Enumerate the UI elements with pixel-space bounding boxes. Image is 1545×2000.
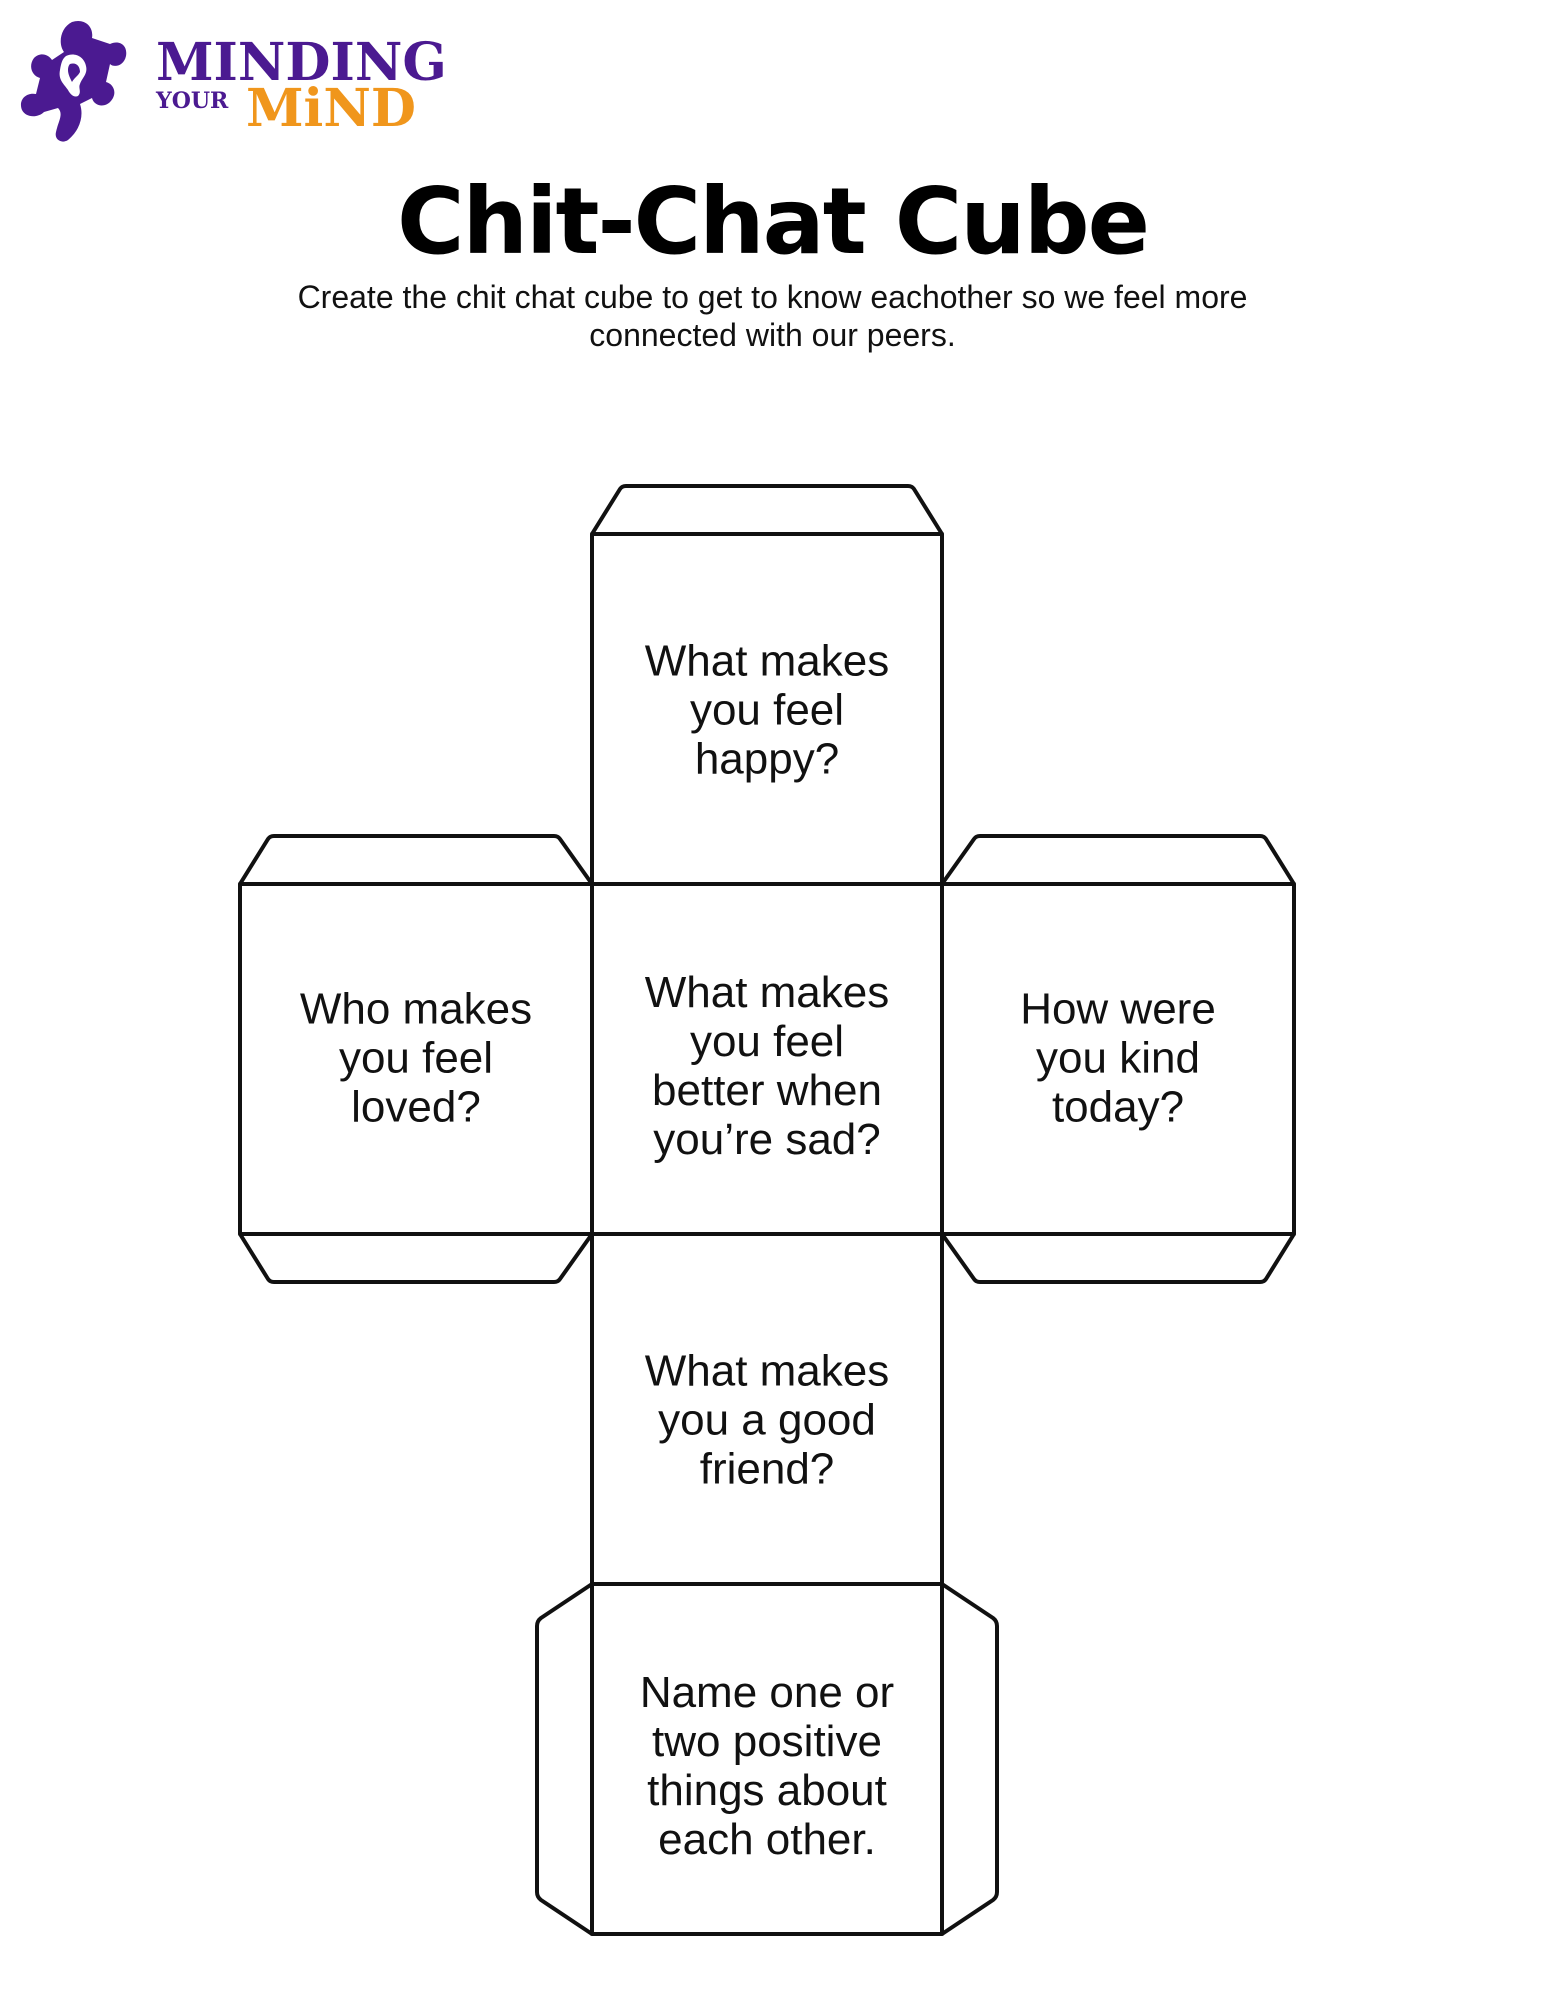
- bottom-face: [590, 1582, 944, 1936]
- top-glue-tab: [590, 484, 944, 536]
- minding-your-mind-logo: MINDING YOUR MiND: [14, 18, 464, 143]
- bottom-right-glue-tab: [940, 1582, 999, 1936]
- page-title: Chit-Chat Cube: [396, 168, 1150, 275]
- left-bottom-glue-tab: [238, 1232, 594, 1284]
- center-face-question: What makes you feel better when you’re s…: [644, 968, 890, 1164]
- lower-face-question: What makes you a good friend?: [644, 1346, 890, 1494]
- right-top-glue-tab: [940, 834, 1296, 886]
- left-top-glue-tab: [238, 834, 594, 886]
- right-face: [940, 882, 1296, 1236]
- logo-minding-text: MINDING: [156, 32, 447, 93]
- page-subtitle: Create the chit chat cube to get to know…: [297, 279, 1248, 353]
- logo-mind-text: MiND: [246, 78, 416, 139]
- bottom-left-glue-tab: [535, 1582, 594, 1936]
- right-face-question: How were you kind today?: [1020, 984, 1216, 1132]
- top-face-question: What makes you feel happy?: [644, 636, 890, 784]
- right-bottom-glue-tab: [940, 1232, 1296, 1284]
- bottom-face-question: Name one or two positive things about ea…: [639, 1668, 895, 1864]
- left-face-question: Who makes you feel loved?: [299, 984, 533, 1132]
- puzzle-head-icon: [20, 20, 127, 142]
- left-face: [238, 882, 594, 1236]
- logo-your-text: YOUR: [155, 88, 229, 114]
